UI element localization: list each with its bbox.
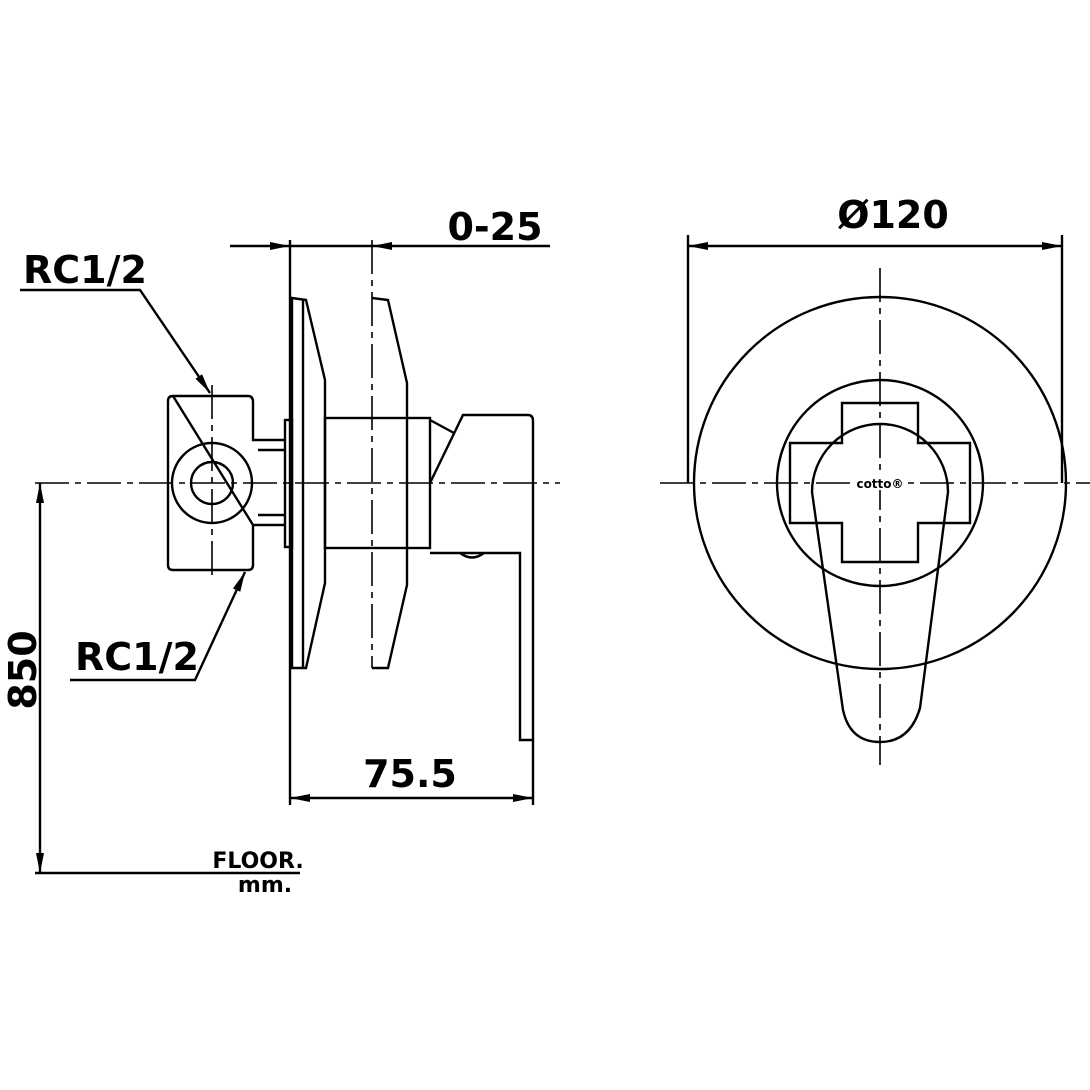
wall-plate — [290, 296, 327, 670]
floor-label: FLOOR. — [212, 849, 303, 874]
inlet-top-label: RC1/2 — [23, 248, 147, 292]
dim-depth: 75.5 — [363, 752, 457, 796]
side-view — [35, 240, 560, 805]
front-view: cotto® Ø120 — [660, 193, 1090, 765]
inlet-bottom-label: RC1/2 — [75, 635, 199, 679]
dim-adjust-range: 0-25 — [447, 205, 542, 249]
dim-diameter: Ø120 — [837, 193, 949, 237]
cross-hub — [788, 401, 972, 564]
brand-logo: cotto® — [856, 477, 903, 491]
lever-handle — [810, 422, 950, 744]
dimensions-side: 0-25 75.5 850 FLOOR. mm. RC1/2 RC1/2 — [1, 205, 550, 898]
wall-plate-extended — [371, 296, 409, 670]
valve-body — [166, 394, 285, 572]
dim-height: 850 — [1, 630, 45, 709]
handle-side — [428, 413, 535, 742]
unit-label: mm. — [238, 873, 292, 898]
handle-screw — [459, 552, 485, 559]
